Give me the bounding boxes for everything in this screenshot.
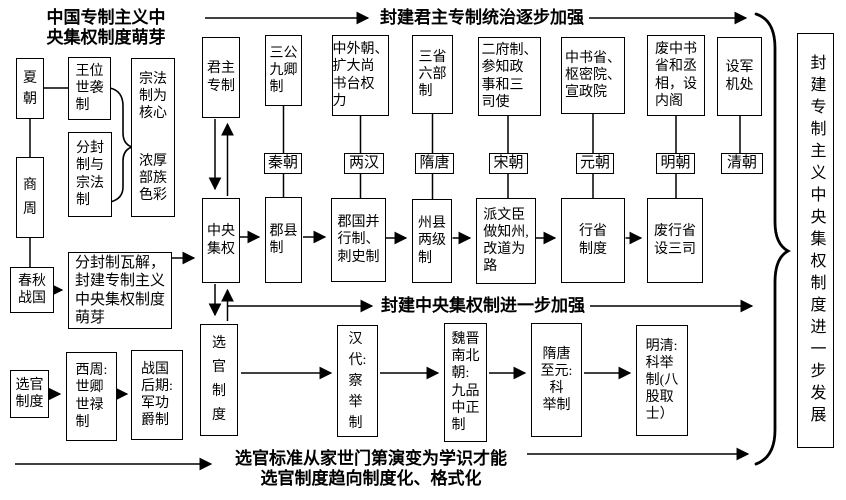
box-erfuzhi: 二府制、 参知政 事和三 司使 (478, 37, 541, 116)
box-paiwenchen: 派文臣 做知州, 改道为 路 (476, 198, 536, 284)
zongfa-core-text: 宗法 制为 核心 (139, 72, 167, 122)
box-xia-dynasty: 夏 朝 (16, 58, 44, 119)
plain-connectors (29, 87, 741, 267)
box-dynasty-ming: 明朝 (656, 153, 695, 174)
box-dynasty-yuan: 元朝 (576, 153, 614, 174)
box-sangong-jiuqing: 三公 九卿 制 (265, 35, 302, 106)
box-dynasty-qing: 清朝 (721, 153, 763, 174)
box-selection-spine: 选 官 制 度 (200, 324, 238, 436)
box-jiupin-zhongzheng: 魏晋 南北 朝: 九品 中正 制 (444, 323, 487, 442)
box-xingsheng-zhidu: 行省 制度 (561, 198, 625, 283)
box-conclusion: 封建专制主义中央集权制度进一步发展 (797, 33, 834, 448)
arrow-connectors (15, 11, 754, 471)
central-flow-label: 封建中央集权制进一步加强 (381, 296, 585, 315)
box-fei-zhongshu: 废中书 省和丞 相，设 内阁 (647, 35, 705, 116)
small-brace (109, 87, 135, 203)
box-junjichu: 设军 机处 (717, 37, 762, 116)
box-zhongshusheng: 中书省、 枢密院、 宣政院 (561, 37, 625, 114)
box-monarchy: 君主 专制 (202, 37, 240, 118)
box-zongfa-features: 宗法 制为 核心 浓厚 部族 色彩 (131, 58, 175, 217)
box-fenfeng-zongfa: 分封 制与 宗法 制 (68, 132, 112, 217)
box-dynasty-han: 两汉 (344, 153, 384, 174)
box-keju: 隋唐 至元: 科 举制 (531, 323, 582, 437)
box-zhongwaichao: 中外朝、 扩大尚 书台权 力 (332, 35, 389, 116)
selection-note: 选官标准从家世门第演变为学识才能 选官制度趋向制度化、格式化 (235, 449, 507, 489)
box-dynasty-song: 宋朝 (489, 153, 528, 174)
box-fenfeng-collapse: 分封制瓦解， 封建专制主义 中央集权制度 萌芽 (68, 252, 172, 329)
diagram-title: 中国专制主义中 央集权制度萌芽 (46, 8, 166, 48)
big-brace (754, 12, 791, 466)
box-shang-zhou: 商 周 (16, 157, 44, 238)
box-hereditary-kingship: 王位 世袭 制 (68, 57, 111, 120)
box-zhanguo-jungong: 战国 后期: 军功 爵制 (131, 350, 183, 440)
box-dynasty-qin: 秦朝 (264, 153, 302, 174)
box-junguo-binxing: 郡国并 行制、 刺史制 (331, 198, 386, 282)
top-flow-label: 封建君主专制统治逐步加强 (380, 8, 584, 27)
box-sansheng-liubu: 三省 六部 制 (412, 35, 453, 114)
box-dynasty-suitang: 隋唐 (415, 153, 454, 174)
box-centralization: 中央 集权 (202, 198, 240, 283)
clan-color-text: 浓厚 部族 色彩 (139, 153, 167, 203)
box-fei-xingsheng: 废行省 设三司 (647, 198, 703, 283)
box-chunqiu-zhanguo: 春秋 战国 (10, 267, 54, 313)
box-handai-chaju: 汉 代: 察 举 制 (337, 325, 378, 437)
box-bagu-qushi: 明清: 科举 制(八 股取 士） (636, 325, 688, 436)
box-junxianzhi: 郡县 制 (265, 197, 302, 283)
box-zhouxian-liangji: 州县 两级 制 (412, 199, 452, 283)
box-xizhou-shiqing: 西周: 世卿 世禄 制 (66, 352, 117, 441)
box-selection-system-left: 选官 制度 (10, 370, 49, 418)
